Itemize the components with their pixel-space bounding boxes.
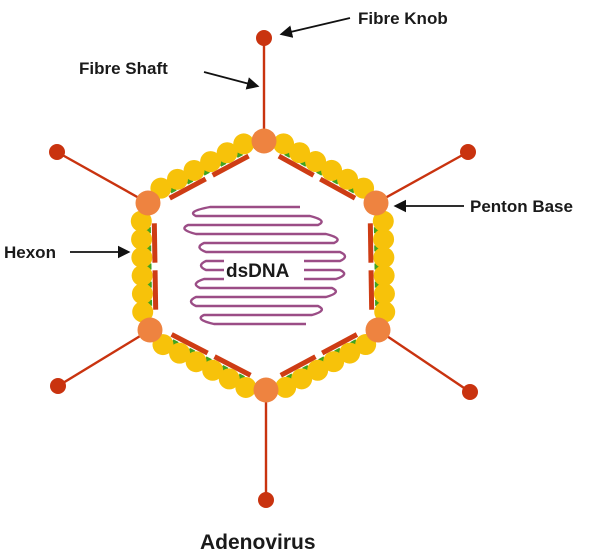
hexon-bead [131, 228, 153, 250]
capsid-segment [368, 270, 375, 310]
dsdna-strand [183, 205, 347, 326]
hexon-bead [291, 368, 313, 390]
capsid-segment [168, 176, 207, 201]
label-fibre-shaft: Fibre Shaft [79, 59, 168, 78]
penton-base [363, 190, 389, 216]
hexon-bead [273, 133, 295, 155]
label-fibre-knob: Fibre Knob [358, 9, 448, 28]
hexon-bead [202, 359, 224, 381]
hexon-bead [130, 210, 152, 232]
fibre-shaft [377, 329, 471, 393]
penton-base [251, 128, 277, 154]
hexon-bead [233, 133, 255, 155]
fibre-knob [462, 384, 478, 400]
hexon-bead [169, 342, 191, 364]
fibre-knob [49, 144, 65, 160]
hexon-bead [373, 228, 395, 250]
hexon-bead [373, 283, 395, 305]
fibre-shaft [57, 328, 151, 388]
penton-bases [135, 128, 391, 403]
penton-base [253, 377, 279, 403]
hexon-bead [131, 246, 153, 268]
hexon-bead [307, 359, 329, 381]
capsid-segment [367, 223, 374, 263]
label-penton-base: Penton Base [470, 197, 573, 216]
fibre-knob [256, 30, 272, 46]
hexon-bead [372, 210, 394, 232]
hexon-bead [131, 283, 153, 305]
hexon-bead [339, 342, 361, 364]
arrow-fibre-knob [279, 17, 351, 38]
capsid-segment [321, 332, 359, 356]
hexon-bead [185, 351, 207, 373]
capsid-segment [279, 354, 317, 378]
hexon-bead [200, 151, 222, 173]
fibre-shaft [56, 150, 149, 205]
hexon-bead [235, 376, 257, 398]
capsid-segment [151, 223, 158, 263]
fibre-knob [50, 378, 66, 394]
hexon-bead [275, 376, 297, 398]
penton-base [137, 317, 163, 343]
capsid-segment [319, 176, 357, 201]
fibre-knob [460, 144, 476, 160]
penton-base [135, 190, 161, 216]
hexon-bead [321, 159, 343, 181]
capsid-inner-segments [151, 153, 375, 378]
label-arrows [70, 17, 464, 259]
hexon-bead [183, 159, 205, 181]
capsid-segment [152, 270, 159, 310]
capsid-segment [213, 354, 252, 378]
diagram-title: Adenovirus [200, 531, 316, 554]
hexon-bead [289, 142, 311, 164]
capsid-segment [277, 153, 315, 178]
dsdna-coil [183, 205, 347, 326]
dsdna-label-background [224, 259, 304, 283]
label-hexon: Hexon [4, 243, 56, 262]
hexon-bead [132, 301, 154, 323]
capsid-segment [170, 332, 209, 356]
hexon-bead [373, 265, 395, 287]
label-dsdna: dsDNA [226, 261, 290, 282]
penton-base [365, 317, 391, 343]
hexon-bead [131, 265, 153, 287]
fibre-knob [258, 492, 274, 508]
hexon-bead [374, 301, 396, 323]
hexon-bead [218, 368, 240, 390]
hexon-bead [305, 151, 327, 173]
capsid-segment [211, 153, 250, 178]
arrow-fibre-shaft [203, 71, 260, 90]
hexon-bead [166, 168, 188, 190]
hexon-bead [216, 142, 238, 164]
fibre-shaft [375, 150, 469, 205]
hexon-bead [373, 246, 395, 268]
fibres [49, 30, 478, 508]
hexon-bead [323, 351, 345, 373]
hexon-bead [337, 168, 359, 190]
